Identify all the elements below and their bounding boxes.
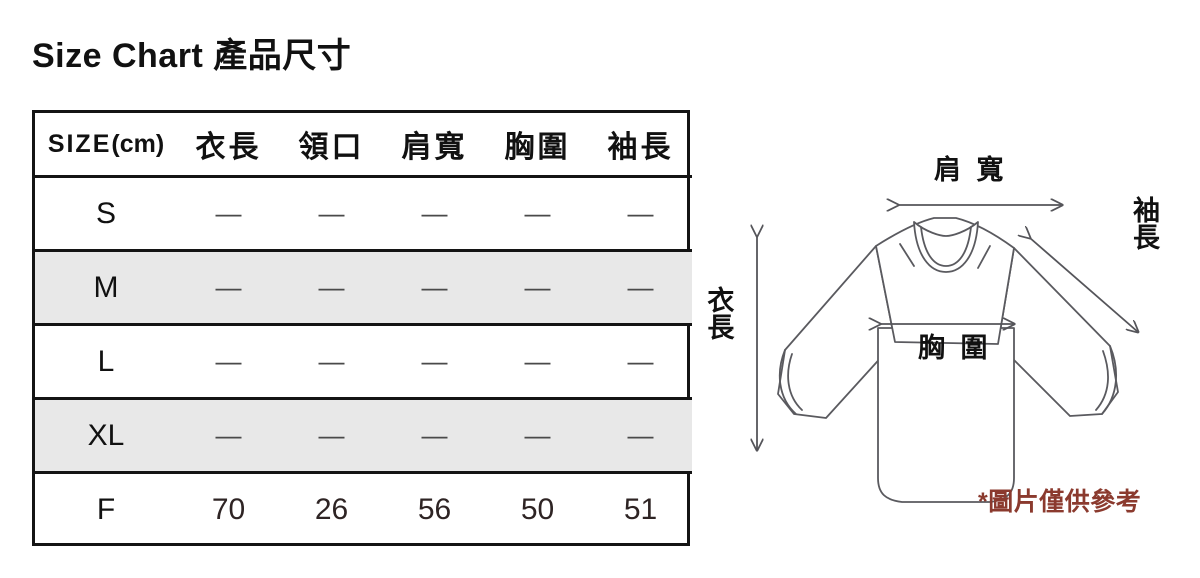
cell-neck-opening: —: [318, 198, 345, 228]
shoulder-yoke-shape: [875, 217, 1015, 345]
cell-shoulder-width: —: [383, 397, 486, 474]
cell-shoulder-width: —: [421, 198, 448, 228]
cell-garment-length: —: [215, 346, 242, 376]
cell-neck-opening: 26: [314, 493, 349, 527]
shoulder-width-label: 肩 寬: [934, 155, 1008, 185]
column-header-size-text: SIZE: [47, 129, 112, 158]
garment-length-label: 衣長: [703, 286, 734, 340]
column-header-shoulder-width: 肩寬: [383, 113, 486, 178]
cell-sleeve-length: —: [589, 249, 692, 326]
right-sleeve-shape: [997, 247, 1119, 417]
body-shape: [877, 327, 1015, 503]
row-size-label: M: [35, 249, 177, 326]
right-cuff-shape: [1101, 345, 1117, 415]
right-cuff-inner: [1095, 350, 1109, 411]
cell-garment-length: —: [215, 198, 242, 228]
table-header: SIZE(cm) 衣長 領口 肩寬 胸圍 袖長: [35, 113, 692, 178]
table-row: F 70 26 56 50 51: [35, 473, 692, 547]
measurement-arrows: [757, 205, 1138, 450]
cell-shoulder-width: 56: [417, 493, 452, 527]
right-shoulder-seam-tick: [977, 245, 991, 269]
cell-chest-width: —: [524, 346, 551, 376]
sleeve-length-arrow: [1030, 238, 1138, 332]
cell-neck-opening: —: [280, 397, 383, 474]
column-header-size: SIZE(cm): [35, 113, 177, 178]
cell-garment-length: —: [177, 397, 280, 474]
column-header-chest-width: 胸圍: [486, 113, 589, 178]
cell-sleeve-length: 51: [623, 493, 658, 527]
size-chart-table: SIZE(cm) 衣長 領口 肩寬 胸圍 袖長 S — — — — — M — …: [35, 113, 692, 547]
row-size-label: F: [96, 493, 116, 527]
cell-chest-width: —: [524, 198, 551, 228]
column-header-neck-opening: 領口: [280, 113, 383, 178]
cell-neck-opening: —: [318, 346, 345, 376]
sweatshirt-illustration-svg: [690, 96, 1200, 503]
table-row: S — — — — —: [35, 177, 692, 251]
table-row: L — — — — —: [35, 325, 692, 399]
neck-rib-inner: [920, 226, 972, 267]
cell-sleeve-length: —: [589, 397, 692, 474]
cell-shoulder-width: —: [421, 346, 448, 376]
size-chart-table-container: SIZE(cm) 衣長 領口 肩寬 胸圍 袖長 S — — — — — M — …: [32, 110, 692, 547]
cell-sleeve-length: —: [627, 198, 654, 228]
cell-sleeve-length: —: [627, 346, 654, 376]
table-body: S — — — — — M — — — — — L — — — — —: [35, 177, 692, 547]
left-cuff-inner: [787, 353, 803, 411]
row-size-label: L: [97, 344, 115, 378]
table-header-row: SIZE(cm) 衣長 領口 肩寬 胸圍 袖長: [35, 113, 692, 178]
cell-chest-width: —: [486, 249, 589, 326]
cell-garment-length: —: [177, 249, 280, 326]
chest-width-label: 胸 圍: [918, 333, 992, 363]
row-size-label: S: [95, 196, 116, 230]
garment-measurement-diagram: 肩 寬 袖長 衣長 胸 圍: [690, 96, 1200, 556]
table-row: M — — — — —: [35, 249, 692, 326]
cell-shoulder-width: —: [383, 249, 486, 326]
column-header-garment-length: 衣長: [177, 113, 280, 178]
column-header-sleeve-length: 袖長: [589, 113, 692, 178]
sleeve-length-label: 袖長: [1129, 196, 1159, 250]
left-shoulder-seam-tick: [899, 243, 915, 267]
reference-only-disclaimer: *圖片僅供參考: [978, 488, 1142, 516]
column-header-size-unit: (cm): [111, 129, 165, 158]
neck-opening-shape: [913, 221, 979, 273]
page-title: Size Chart 產品尺寸: [32, 37, 352, 75]
row-size-label: XL: [35, 397, 177, 474]
cell-neck-opening: —: [280, 249, 383, 326]
cell-garment-length: 70: [211, 493, 246, 527]
cell-chest-width: 50: [520, 493, 555, 527]
table-row: XL — — — — —: [35, 397, 692, 474]
left-cuff-shape: [778, 349, 797, 415]
cell-chest-width: —: [486, 397, 589, 474]
